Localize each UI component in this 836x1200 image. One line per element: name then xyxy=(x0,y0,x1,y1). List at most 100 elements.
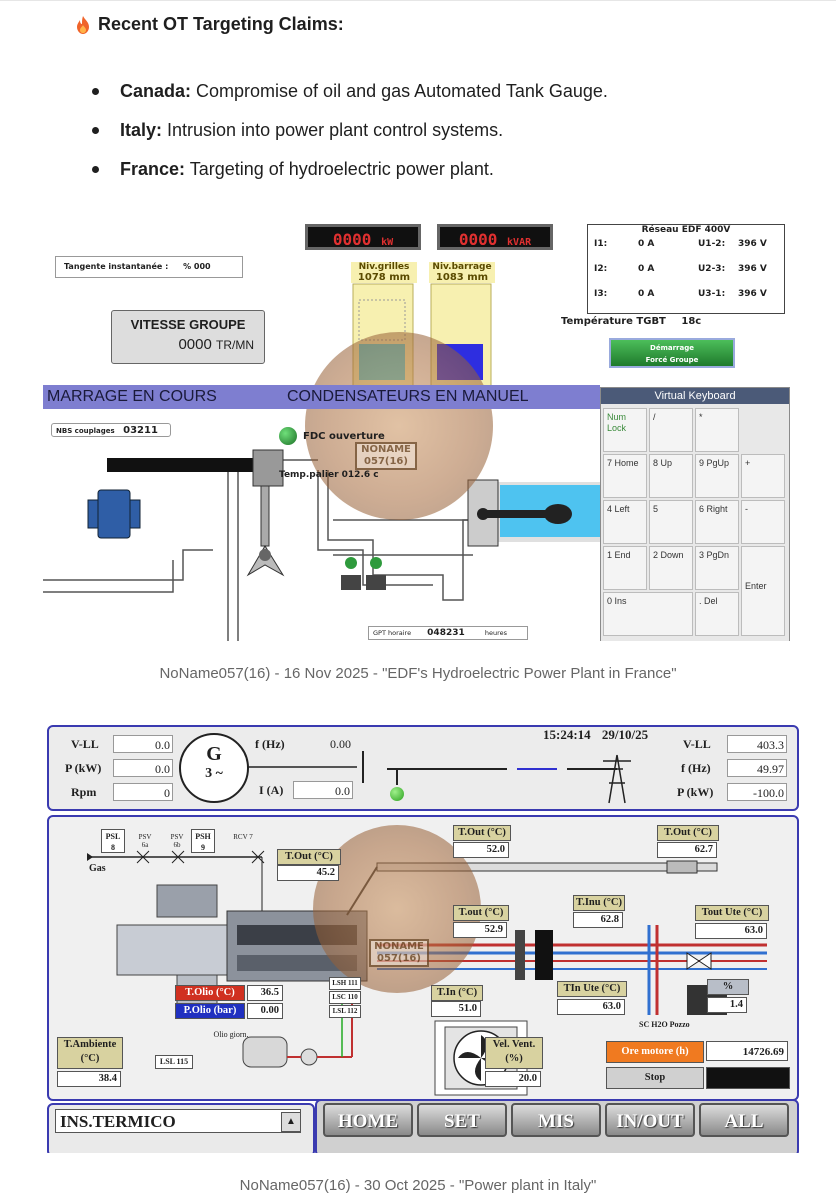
ore-motore-value: 14726.69 xyxy=(706,1041,788,1061)
current-value: 0.0 xyxy=(293,781,353,799)
fdc-status: FDC ouverture xyxy=(279,427,385,445)
lsl-tag: LSL 112 xyxy=(329,1005,361,1018)
current-label: I (A) xyxy=(259,783,284,797)
tout-value-2: 52.0 xyxy=(453,842,509,858)
key-minus[interactable]: - xyxy=(741,500,785,544)
kw-display: 0000 kW xyxy=(305,224,421,250)
key-3[interactable]: 3 PgDn xyxy=(695,546,739,590)
claim-country: Italy: xyxy=(120,120,163,140)
tout-value-1: 45.2 xyxy=(277,865,339,881)
tout-tag-2: T.Out (°C) xyxy=(453,825,511,841)
stop-status: Stop xyxy=(606,1067,704,1089)
key-4[interactable]: 4 Left xyxy=(603,500,647,544)
claim-country: Canada: xyxy=(120,81,192,101)
key-5[interactable]: 5 xyxy=(649,500,693,544)
ore-motore-tag: Ore motore (h) xyxy=(606,1041,704,1063)
heading-title: Recent OT Targeting Claims: xyxy=(98,14,344,34)
nbs-value: 03211 xyxy=(123,425,158,436)
clock-date: 29/10/25 xyxy=(601,727,649,742)
claims-list: Canada: Compromise of oil and gas Automa… xyxy=(92,78,608,195)
tinu-tag: T.Inu (°C) xyxy=(573,895,625,911)
status-banner: MARRAGE EN COURS CONDENSATEURS EN MANUEL xyxy=(43,385,600,409)
gpt-unit: heures xyxy=(484,629,507,637)
key-8[interactable]: 8 Up xyxy=(649,454,693,498)
voltage-value: 396 V xyxy=(738,239,767,249)
current-label: I3: xyxy=(594,289,608,299)
left-row-value: 0.0 xyxy=(113,735,173,753)
tout-tag-1: T.Out (°C) xyxy=(277,849,341,865)
tout-ute-tag: Tout Ute (°C) xyxy=(695,905,769,921)
claim-country: France: xyxy=(120,159,186,179)
fdc-label: FDC ouverture xyxy=(303,430,385,442)
vitesse-unit: TR/MN xyxy=(216,338,254,352)
voltage-label: U1-2: xyxy=(698,239,726,249)
key-9[interactable]: 9 PgUp xyxy=(695,454,739,498)
freq-label: f (Hz) xyxy=(255,737,285,751)
section-heading: Recent OT Targeting Claims: xyxy=(76,14,344,35)
key-0[interactable]: 0 Ins xyxy=(603,592,693,636)
current-label: I2: xyxy=(594,264,608,274)
key-2[interactable]: 2 Down xyxy=(649,546,693,590)
nbs-couplages-box: NBS couplages 03211 xyxy=(51,423,171,437)
tinu-value: 62.8 xyxy=(573,912,623,928)
left-row-value: 0.0 xyxy=(113,759,173,777)
right-row-value: 49.97 xyxy=(727,759,787,777)
current-value: 0 A xyxy=(638,289,655,299)
psh-tag: PSH 9 xyxy=(191,829,215,853)
tout-ute-value: 63.0 xyxy=(695,923,767,939)
key-divide[interactable]: / xyxy=(649,408,693,452)
left-row-label: V-LL xyxy=(71,737,99,751)
claim-text: Compromise of oil and gas Automated Tank… xyxy=(191,81,608,101)
key-6[interactable]: 6 Right xyxy=(695,500,739,544)
tin-tag: T.In (°C) xyxy=(431,985,483,1001)
reseau-row: I1: 0 A U1-2: 396 V xyxy=(594,239,778,264)
clock-time: 15:24:14 xyxy=(543,727,591,742)
t-ambiente-tag: T.Ambiente (°C) xyxy=(57,1037,123,1069)
claim-text: Targeting of hydroelectric power plant. xyxy=(185,159,494,179)
gas-label: Gas xyxy=(89,863,106,874)
keyboard-title: Virtual Keyboard xyxy=(601,388,789,404)
key-decimal[interactable]: . Del xyxy=(695,592,739,636)
percent-tag: % xyxy=(707,979,749,995)
key-num-lock[interactable]: Num Lock xyxy=(603,408,647,452)
key-enter[interactable]: Enter xyxy=(741,546,785,636)
kw-value: 0000 xyxy=(332,230,372,249)
temp-palier-unit: c xyxy=(373,470,379,480)
reseau-row: I3: 0 A U3-1: 396 V xyxy=(594,289,778,314)
mis-button[interactable]: MIS xyxy=(511,1103,601,1137)
clock-readout: 15:24:14 29/10/25 xyxy=(543,727,648,743)
freq-value: 0.00 xyxy=(330,737,351,751)
set-button[interactable]: SET xyxy=(417,1103,507,1137)
reseau-row: I2: 0 A U2-3: 396 V xyxy=(594,264,778,289)
key-7[interactable]: 7 Home xyxy=(603,454,647,498)
key-plus[interactable]: + xyxy=(741,454,785,498)
in-out-button[interactable]: IN/OUT xyxy=(605,1103,695,1137)
t-ambiente-value: 38.4 xyxy=(57,1071,121,1087)
nbs-label: NBS couplages xyxy=(56,427,115,435)
voltage-label: U3-1: xyxy=(698,289,726,299)
niv-barrage-header: Niv.barrage 1083 mm xyxy=(429,262,495,283)
virtual-keyboard: Virtual Keyboard Num Lock / * 7 Home 8 U… xyxy=(600,387,790,641)
home-button[interactable]: HOME xyxy=(323,1103,413,1137)
gen-phase: 3 ~ xyxy=(205,766,223,781)
demarrage-button[interactable]: Démarrage Forcé Groupe xyxy=(609,338,735,368)
key-multiply[interactable]: * xyxy=(695,408,739,452)
dropdown-arrow-icon[interactable]: ▲ xyxy=(281,1112,301,1132)
olio-temp-tag: T.Olio (°C) xyxy=(175,985,245,1001)
gpt-value: 048231 xyxy=(427,628,465,638)
fire-icon xyxy=(77,15,89,34)
lsh-tag: LSH 111 xyxy=(329,977,361,990)
stop-indicator xyxy=(706,1067,790,1089)
banner-left-text: MARRAGE EN COURS xyxy=(47,388,217,405)
key-1[interactable]: 1 End xyxy=(603,546,647,590)
all-button[interactable]: ALL xyxy=(699,1103,789,1137)
psl-tag: PSL 8 xyxy=(101,829,125,853)
psv6b-tag: PSV 6b xyxy=(170,833,184,849)
mode-select[interactable]: INS.TERMICO ▲ xyxy=(47,1103,315,1153)
caption-france: NoName057(16) - 16 Nov 2025 - "EDF's Hyd… xyxy=(159,665,677,682)
vitesse-value: 0000 xyxy=(178,336,212,353)
left-row-label: P (kW) xyxy=(65,761,102,775)
tangente-box: Tangente instantanée : % 000 xyxy=(55,256,243,278)
bear-watermark xyxy=(305,332,493,520)
list-item: France: Targeting of hydroelectric power… xyxy=(92,156,608,195)
